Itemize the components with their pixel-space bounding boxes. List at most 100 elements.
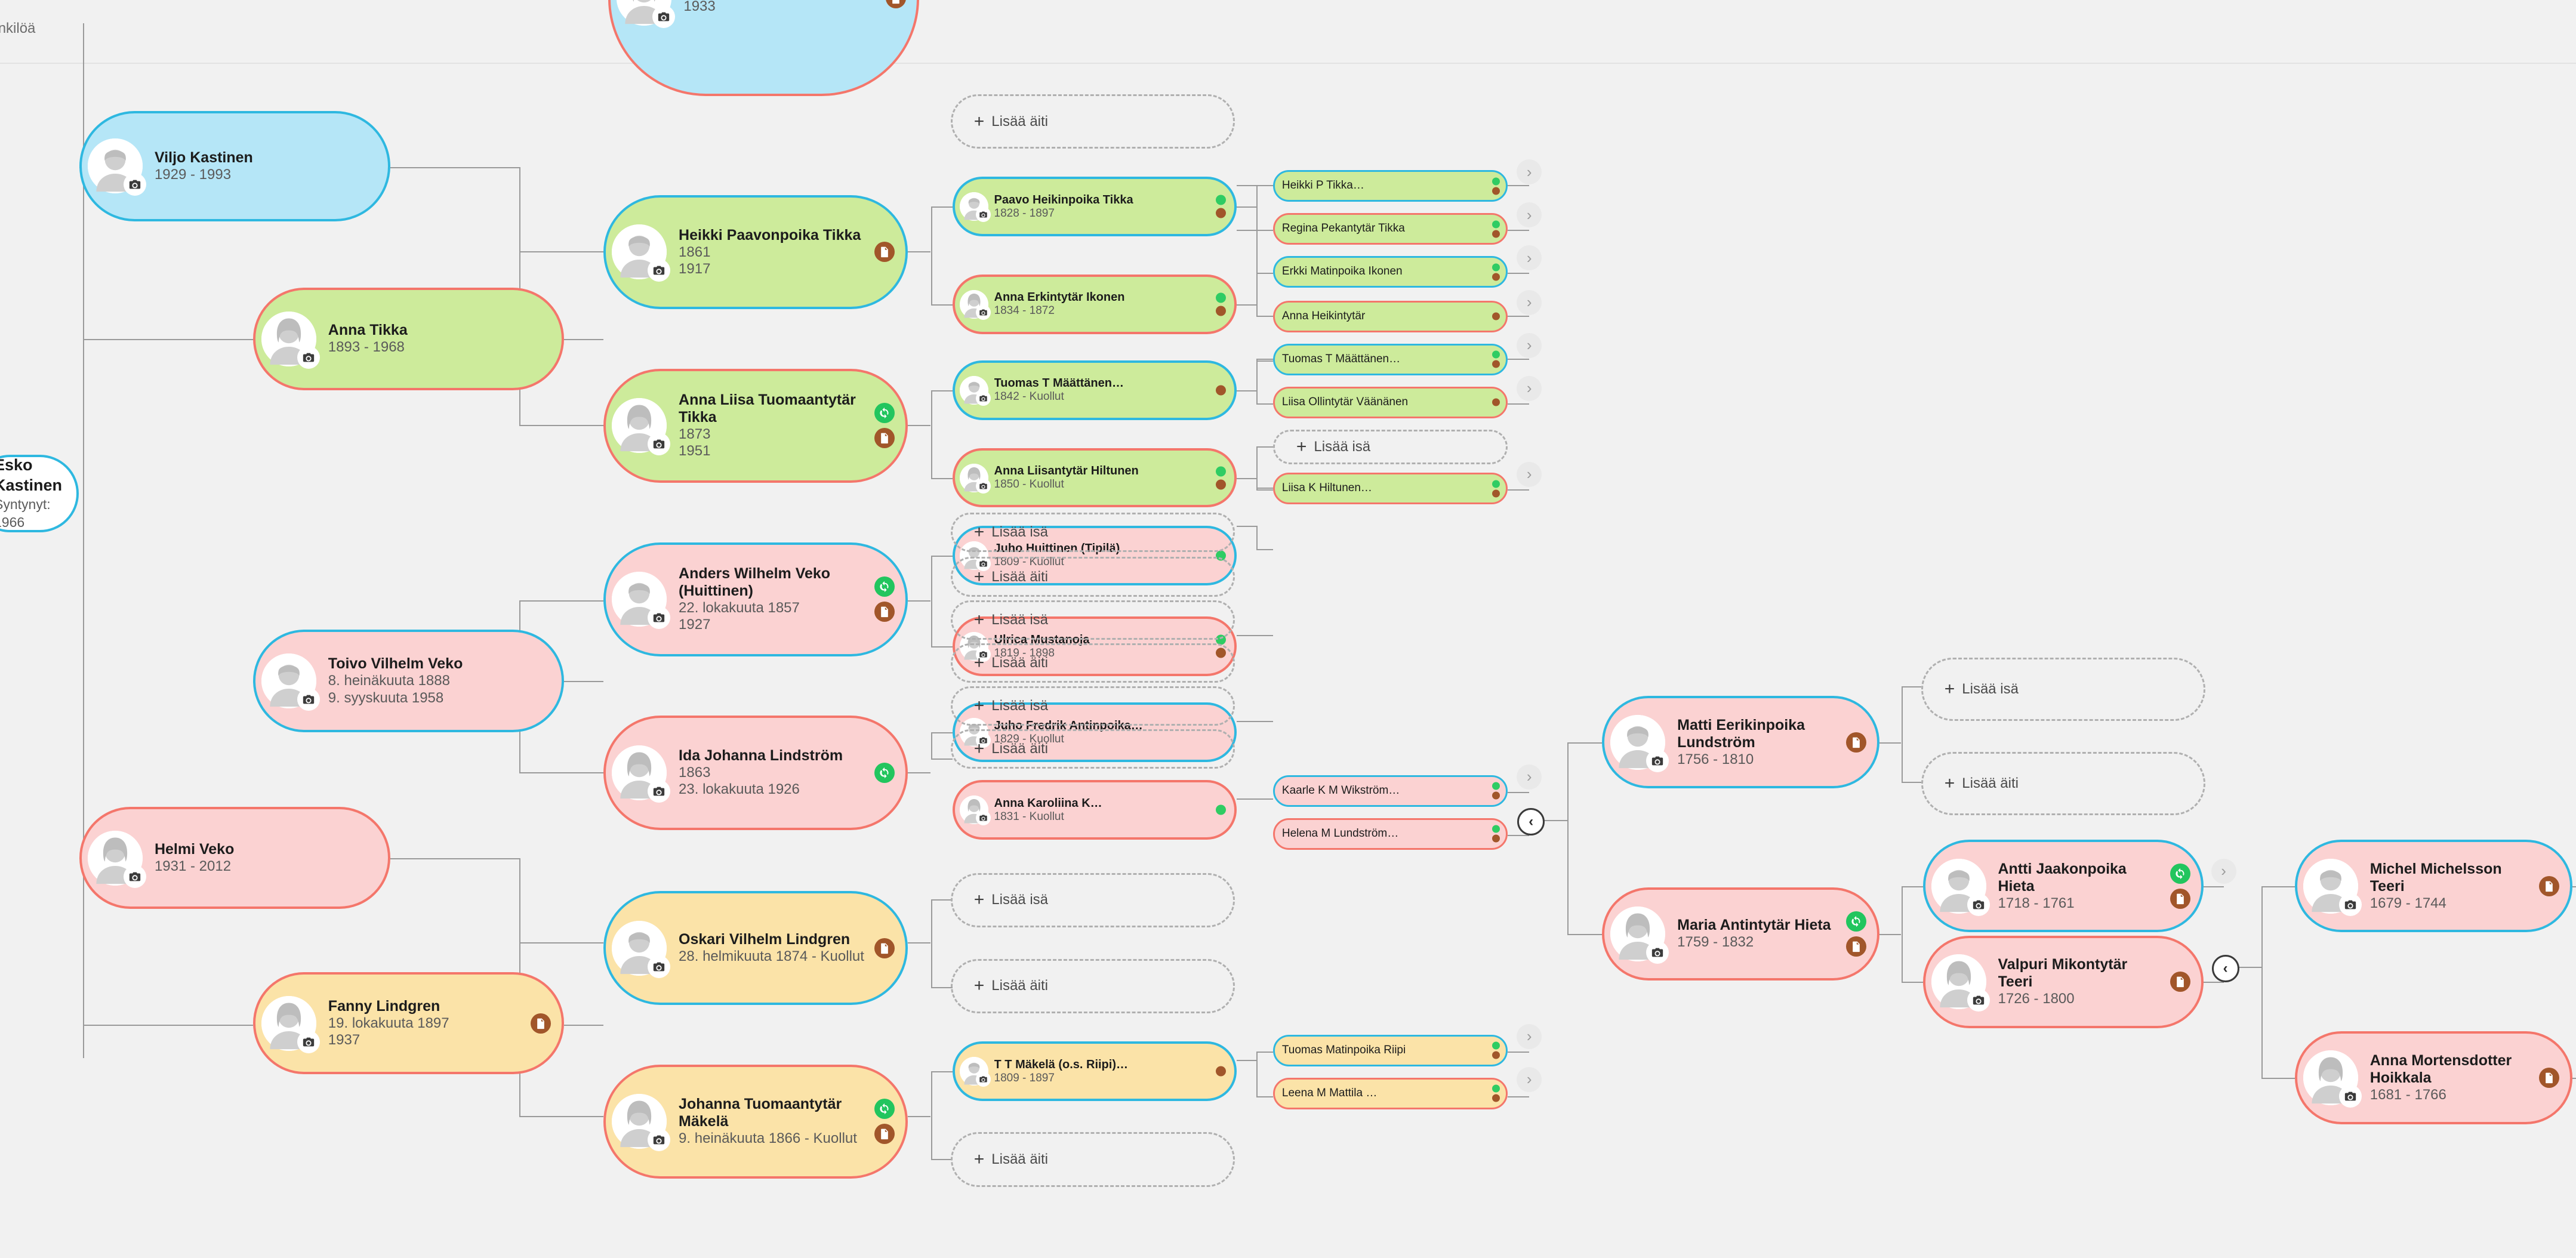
expand-chevron-right-icon[interactable]: › bbox=[1517, 332, 1542, 358]
person-card[interactable]: Anna Karoliina K…1831 - Kuollut bbox=[952, 780, 1237, 840]
camera-icon[interactable] bbox=[123, 173, 146, 196]
sync-badge-icon[interactable] bbox=[874, 576, 895, 597]
expand-chevron-right-icon[interactable]: › bbox=[2211, 858, 2236, 884]
add-mother-button[interactable]: +Lisää äiti bbox=[950, 729, 1235, 769]
camera-icon[interactable] bbox=[975, 304, 991, 320]
camera-icon[interactable] bbox=[648, 606, 671, 630]
expand-chevron-right-icon[interactable]: › bbox=[1517, 1023, 1542, 1049]
document-badge-icon[interactable] bbox=[2539, 875, 2560, 896]
camera-icon[interactable] bbox=[297, 346, 320, 369]
camera-icon[interactable] bbox=[2338, 1085, 2362, 1108]
root-person-card[interactable]: Esko KastinenSyntynyt: 1966 bbox=[0, 455, 79, 532]
person-pill[interactable]: Liisa K Hiltunen… bbox=[1272, 473, 1508, 504]
camera-icon[interactable] bbox=[975, 810, 991, 826]
add-father-button[interactable]: +Lisää isä bbox=[950, 512, 1235, 553]
camera-icon[interactable] bbox=[975, 207, 991, 223]
expand-chevron-right-icon[interactable]: › bbox=[1517, 245, 1542, 271]
person-card[interactable]: Tuomas T Määttänen…1842 - Kuollut bbox=[952, 360, 1237, 420]
document-badge-icon[interactable] bbox=[874, 938, 895, 958]
expand-chevron-right-icon[interactable]: › bbox=[1517, 375, 1542, 401]
sync-badge-icon[interactable] bbox=[2170, 863, 2191, 884]
camera-icon[interactable] bbox=[648, 259, 671, 282]
expand-chevron-right-icon[interactable]: › bbox=[1517, 764, 1542, 790]
document-badge-icon[interactable] bbox=[2539, 1068, 2560, 1089]
add-mother-button[interactable]: +Lisää äiti bbox=[950, 94, 1235, 149]
camera-icon[interactable] bbox=[123, 865, 146, 888]
camera-icon[interactable] bbox=[1646, 749, 1669, 772]
collapse-chevron-left-icon[interactable]: ‹ bbox=[1517, 807, 1545, 835]
person-pill[interactable]: Tuomas T Määttänen… bbox=[1272, 344, 1508, 375]
person-pill[interactable]: Regina Pekantytär Tikka bbox=[1272, 213, 1508, 245]
person-pill[interactable]: Helena M Lundström… bbox=[1272, 818, 1508, 850]
document-badge-icon[interactable] bbox=[874, 1124, 895, 1145]
camera-icon[interactable] bbox=[648, 779, 671, 803]
add-father-button[interactable]: +Lisää isä bbox=[1272, 430, 1508, 465]
document-badge-icon[interactable] bbox=[874, 602, 895, 622]
collapse-chevron-left-icon[interactable]: ‹ bbox=[2211, 955, 2239, 983]
camera-icon[interactable] bbox=[648, 433, 671, 456]
document-badge-icon[interactable] bbox=[2170, 972, 2191, 992]
sync-badge-icon[interactable] bbox=[1846, 911, 1867, 932]
camera-icon[interactable] bbox=[648, 1128, 671, 1152]
camera-icon[interactable] bbox=[1646, 941, 1669, 964]
person-pill[interactable]: Kaarle K M Wikström… bbox=[1272, 775, 1508, 807]
add-father-button[interactable]: +Lisää isä bbox=[950, 872, 1235, 927]
add-mother-button[interactable]: +Lisää äiti bbox=[950, 643, 1235, 683]
person-pill[interactable]: Tuomas Matinpoika Riipi bbox=[1272, 1035, 1508, 1066]
expand-chevron-right-icon[interactable]: › bbox=[1517, 202, 1542, 228]
camera-icon[interactable] bbox=[975, 478, 991, 494]
expand-chevron-right-icon[interactable]: › bbox=[1517, 1066, 1542, 1092]
camera-icon[interactable] bbox=[975, 1071, 991, 1087]
camera-icon[interactable] bbox=[648, 955, 671, 978]
person-pill[interactable]: Liisa Ollintytär Väänänen bbox=[1272, 387, 1508, 418]
camera-icon[interactable] bbox=[2338, 893, 2362, 916]
add-mother-button[interactable]: +Lisää äiti bbox=[950, 958, 1235, 1013]
document-badge-icon[interactable] bbox=[1846, 732, 1867, 753]
camera-icon[interactable] bbox=[1967, 989, 1990, 1012]
add-mother-button[interactable]: +Lisää äiti bbox=[950, 1132, 1235, 1187]
document-badge-icon[interactable] bbox=[1846, 936, 1867, 957]
expand-chevron-right-icon[interactable]: › bbox=[1517, 159, 1542, 185]
person-pill[interactable]: Anna Heikintytär bbox=[1272, 301, 1508, 332]
person-card[interactable]: T T Mäkelä (o.s. Riipi)…1809 - 1897 bbox=[952, 1041, 1237, 1101]
document-badge-icon[interactable] bbox=[874, 242, 895, 263]
camera-icon[interactable] bbox=[652, 5, 676, 29]
person-pill[interactable]: Leena M Mattila … bbox=[1272, 1078, 1508, 1109]
camera-icon[interactable] bbox=[1967, 893, 1990, 916]
person-pill[interactable]: Heikki P Tikka… bbox=[1272, 170, 1508, 202]
add-mother-button[interactable]: +Lisää äiti bbox=[1921, 752, 2206, 815]
camera-icon[interactable] bbox=[975, 390, 991, 406]
document-badge-icon[interactable] bbox=[874, 428, 895, 449]
sync-badge-icon[interactable] bbox=[874, 1099, 895, 1120]
sync-badge-icon[interactable] bbox=[874, 762, 895, 783]
add-father-button[interactable]: +Lisää isä bbox=[1921, 658, 2206, 721]
add-mother-button[interactable]: +Lisää äiti bbox=[950, 557, 1235, 597]
person-card[interactable]: 18591933 bbox=[608, 0, 920, 96]
expand-chevron-right-icon[interactable]: › bbox=[1517, 461, 1542, 487]
document-badge-icon[interactable] bbox=[2170, 888, 2191, 909]
person-card[interactable]: Anders Wilhelm Veko (Huittinen)22. lokak… bbox=[603, 542, 908, 656]
camera-icon[interactable] bbox=[297, 688, 320, 711]
add-father-button[interactable]: +Lisää isä bbox=[950, 686, 1235, 726]
person-pill[interactable]: Erkki Matinpoika Ikonen bbox=[1272, 256, 1508, 288]
camera-icon[interactable] bbox=[297, 1030, 320, 1053]
add-father-button[interactable]: +Lisää isä bbox=[950, 600, 1235, 640]
